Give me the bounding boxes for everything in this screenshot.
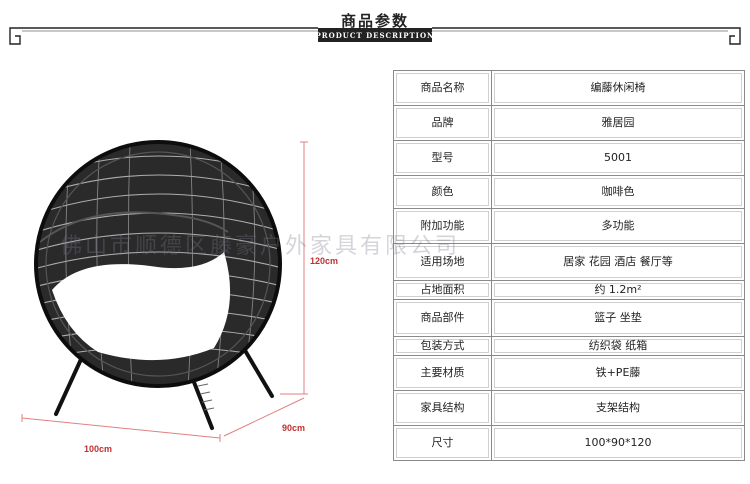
spec-label-cell: 商品名称 — [393, 70, 492, 106]
spec-value-cell: 100*90*120 — [491, 425, 745, 461]
spec-label: 适用场地 — [396, 246, 489, 278]
spec-value-cell: 居家 花园 酒店 餐厅等 — [491, 243, 745, 281]
product-figure: 120cm 100cm 90cm — [0, 52, 385, 480]
spec-row: 商品部件篮子 坐垫 — [393, 299, 745, 337]
spec-value: 100*90*120 — [494, 428, 742, 458]
spec-value-cell: 雅居园 — [491, 105, 745, 141]
spec-value: 铁+PE藤 — [494, 358, 742, 388]
spec-value: 纺织袋 纸箱 — [494, 339, 742, 353]
dimension-lines — [21, 141, 308, 442]
spec-label-cell: 附加功能 — [393, 208, 492, 244]
spec-label: 包装方式 — [396, 339, 489, 353]
spec-value: 咖啡色 — [494, 178, 742, 206]
spec-label: 附加功能 — [396, 211, 489, 241]
spec-row: 商品名称编藤休闲椅 — [393, 70, 745, 106]
spec-row: 附加功能多功能 — [393, 208, 745, 244]
header-ornament — [9, 27, 741, 45]
spec-row: 家具结构支架结构 — [393, 390, 745, 426]
spec-label-cell: 型号 — [393, 140, 492, 176]
spec-value: 篮子 坐垫 — [494, 302, 742, 334]
rattan-chair-illustration — [21, 140, 308, 442]
spec-value-cell: 5001 — [491, 140, 745, 176]
section-header: 商品参数 PRODUCT DESCRIPTION — [0, 0, 750, 52]
spec-row: 适用场地居家 花园 酒店 餐厅等 — [393, 243, 745, 281]
spec-row: 包装方式纺织袋 纸箱 — [393, 336, 745, 356]
spec-label: 商品名称 — [396, 73, 489, 103]
spec-label: 主要材质 — [396, 358, 489, 388]
spec-value: 多功能 — [494, 211, 742, 241]
spec-value: 编藤休闲椅 — [494, 73, 742, 103]
spec-label-cell: 颜色 — [393, 175, 492, 209]
page-subtitle: PRODUCT DESCRIPTION — [315, 31, 435, 40]
spec-row: 颜色咖啡色 — [393, 175, 745, 209]
spec-label-cell: 家具结构 — [393, 390, 492, 426]
spec-value-cell: 咖啡色 — [491, 175, 745, 209]
spec-label: 尺寸 — [396, 428, 489, 458]
spec-label-cell: 商品部件 — [393, 299, 492, 337]
height-dimension-label: 120cm — [310, 256, 339, 266]
spec-label-cell: 适用场地 — [393, 243, 492, 281]
spec-row: 占地面积约 1.2m² — [393, 280, 745, 300]
spec-value-cell: 铁+PE藤 — [491, 355, 745, 391]
width-dimension-label: 100cm — [84, 444, 113, 454]
spec-label: 品牌 — [396, 108, 489, 138]
spec-label: 商品部件 — [396, 302, 489, 334]
spec-value-cell: 编藤休闲椅 — [491, 70, 745, 106]
spec-value-cell: 多功能 — [491, 208, 745, 244]
spec-value-cell: 篮子 坐垫 — [491, 299, 745, 337]
spec-label: 家具结构 — [396, 393, 489, 423]
spec-value: 雅居园 — [494, 108, 742, 138]
spec-value: 居家 花园 酒店 餐厅等 — [494, 246, 742, 278]
page-title: 商品参数 — [340, 12, 409, 30]
spec-value: 支架结构 — [494, 393, 742, 423]
spec-value-cell: 支架结构 — [491, 390, 745, 426]
spec-value-cell: 纺织袋 纸箱 — [491, 336, 745, 356]
spec-label-cell: 品牌 — [393, 105, 492, 141]
spec-label-cell: 主要材质 — [393, 355, 492, 391]
spec-value: 约 1.2m² — [494, 283, 742, 297]
spec-label: 占地面积 — [396, 283, 489, 297]
spec-value: 5001 — [494, 143, 742, 173]
spec-label: 型号 — [396, 143, 489, 173]
depth-dimension-label: 90cm — [282, 423, 306, 433]
spec-label-cell: 尺寸 — [393, 425, 492, 461]
spec-label-cell: 包装方式 — [393, 336, 492, 356]
spec-row: 主要材质铁+PE藤 — [393, 355, 745, 391]
spec-label: 颜色 — [396, 178, 489, 206]
spec-label-cell: 占地面积 — [393, 280, 492, 300]
spec-row: 品牌雅居园 — [393, 105, 745, 141]
spec-value-cell: 约 1.2m² — [491, 280, 745, 300]
